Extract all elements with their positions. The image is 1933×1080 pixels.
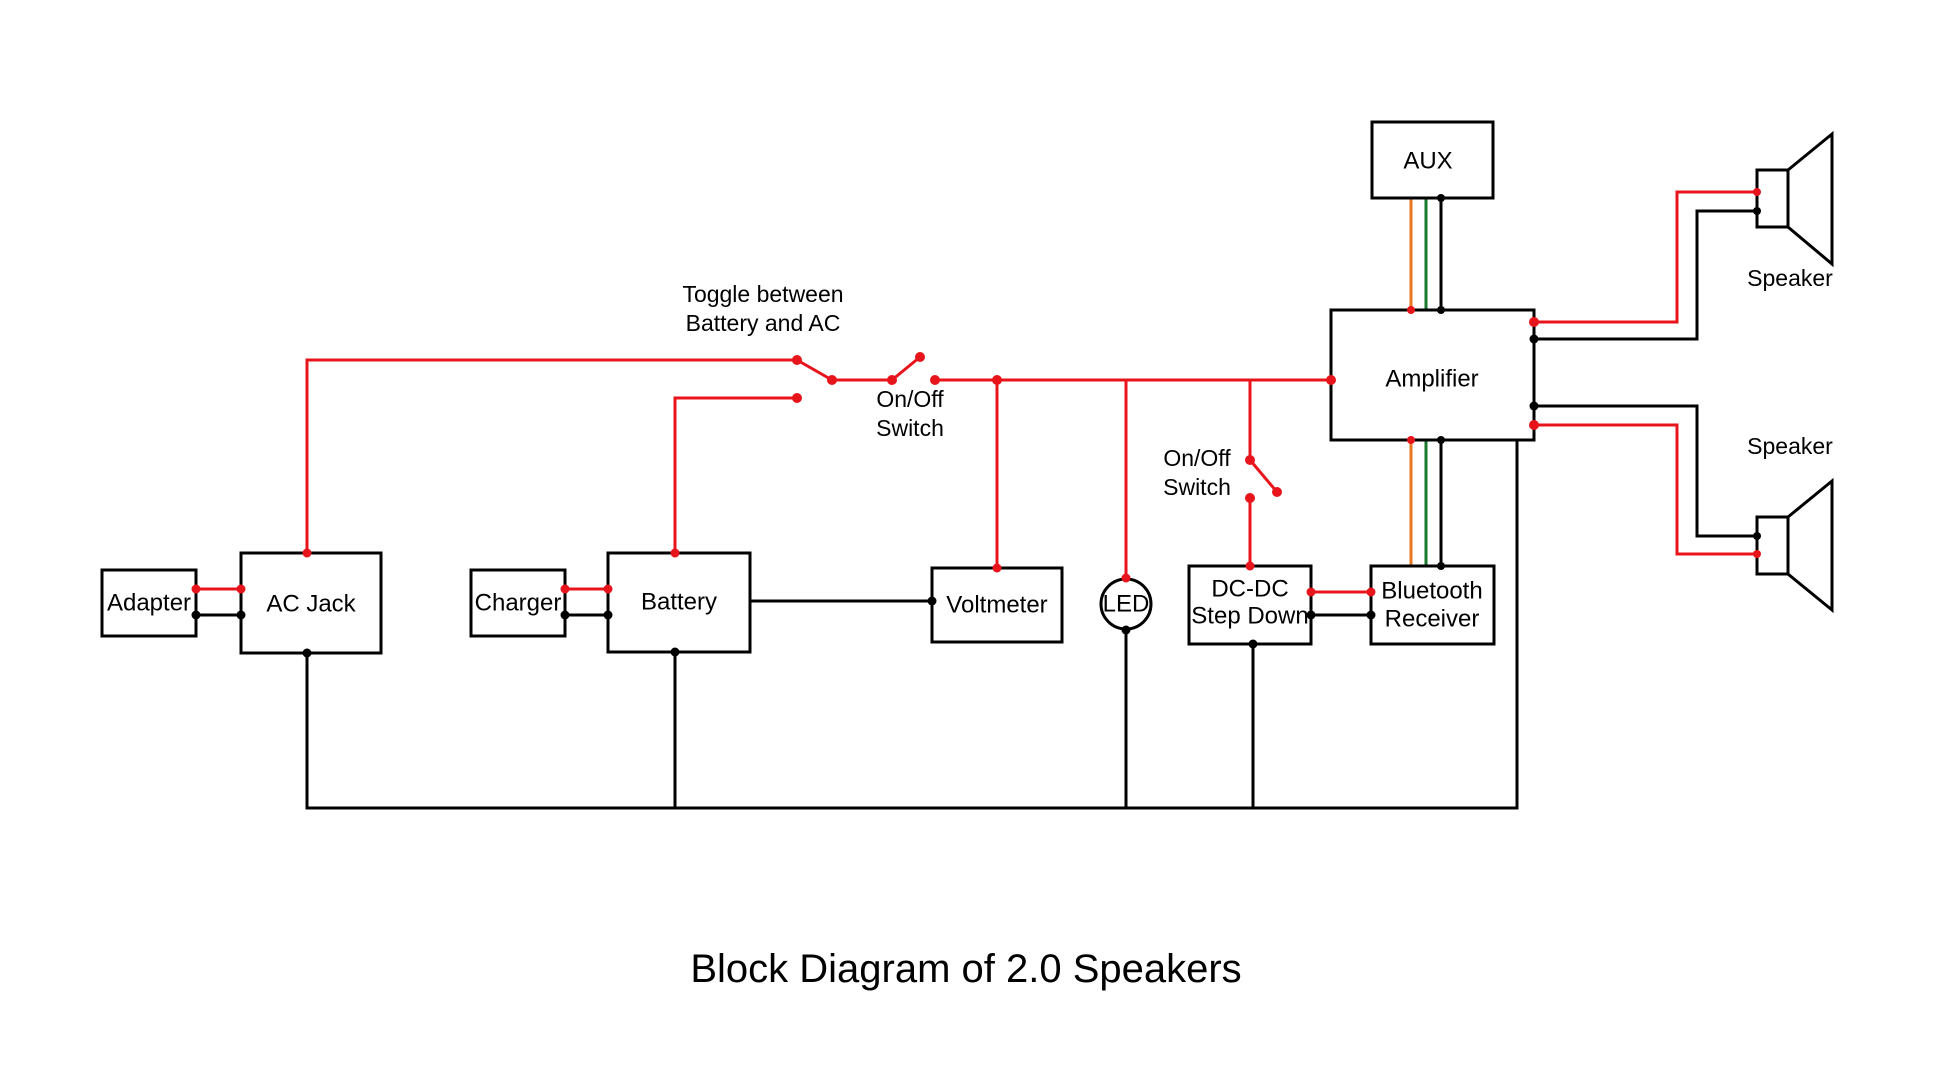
charger-label: Charger <box>475 589 562 616</box>
charger-leads <box>565 587 608 617</box>
junction-dots <box>191 188 1761 658</box>
amplifier-block: Amplifier <box>1329 308 1536 442</box>
voltmeter-block: Voltmeter <box>930 566 1064 644</box>
battery-label: Battery <box>641 588 717 615</box>
positive-wiring <box>305 355 1331 578</box>
onoff-switch-1-line1: On/Off <box>876 386 944 412</box>
onoff-switch-2-line2: Switch <box>1163 474 1231 500</box>
dcdc-bluetooth-leads <box>1311 590 1371 617</box>
ac-jack-block: AC Jack <box>239 551 383 655</box>
speaker-bottom-icon <box>1755 477 1834 614</box>
dcdc-step-down-block: DC-DC Step Down <box>1187 564 1313 646</box>
led-block: LED <box>1099 577 1153 631</box>
aux-block: AUX <box>1370 120 1495 200</box>
aux-label: AUX <box>1403 147 1452 174</box>
battery-block: Battery <box>606 551 752 654</box>
bluetooth-label-line2: Receiver <box>1385 605 1480 632</box>
bluetooth-receiver-block: Bluetooth Receiver <box>1369 564 1496 646</box>
adapter-leads <box>196 587 241 617</box>
amplifier-label: Amplifier <box>1385 365 1478 392</box>
speaker-top-wires <box>1534 190 1757 341</box>
toggle-note-line1: Toggle between <box>682 281 843 307</box>
dcdc-label-line2: Step Down <box>1191 602 1308 629</box>
bluetooth-label-line1: Bluetooth <box>1381 577 1482 604</box>
ground-bus <box>305 440 1519 810</box>
ac-jack-label: AC Jack <box>266 590 356 617</box>
voltmeter-label: Voltmeter <box>946 591 1047 618</box>
adapter-label: Adapter <box>107 589 191 616</box>
onoff-switch-1-line2: Switch <box>876 415 944 441</box>
adapter-block: Adapter <box>100 568 198 638</box>
onoff-switch-2-line1: On/Off <box>1163 445 1231 471</box>
diagram-title: Block Diagram of 2.0 Speakers <box>690 947 1241 991</box>
led-label: LED <box>1103 590 1150 617</box>
speaker-top-icon <box>1755 130 1834 268</box>
speaker-bottom-label: Speaker <box>1747 433 1833 459</box>
toggle-note-line2: Battery and AC <box>686 310 841 336</box>
speaker-top-label: Speaker <box>1747 265 1833 291</box>
aux-audio-cable <box>1409 198 1443 310</box>
speaker-bottom-wires <box>1534 404 1757 556</box>
charger-block: Charger <box>469 568 567 638</box>
dcdc-label-line1: DC-DC <box>1211 575 1288 602</box>
bluetooth-audio-cable <box>1409 440 1443 566</box>
